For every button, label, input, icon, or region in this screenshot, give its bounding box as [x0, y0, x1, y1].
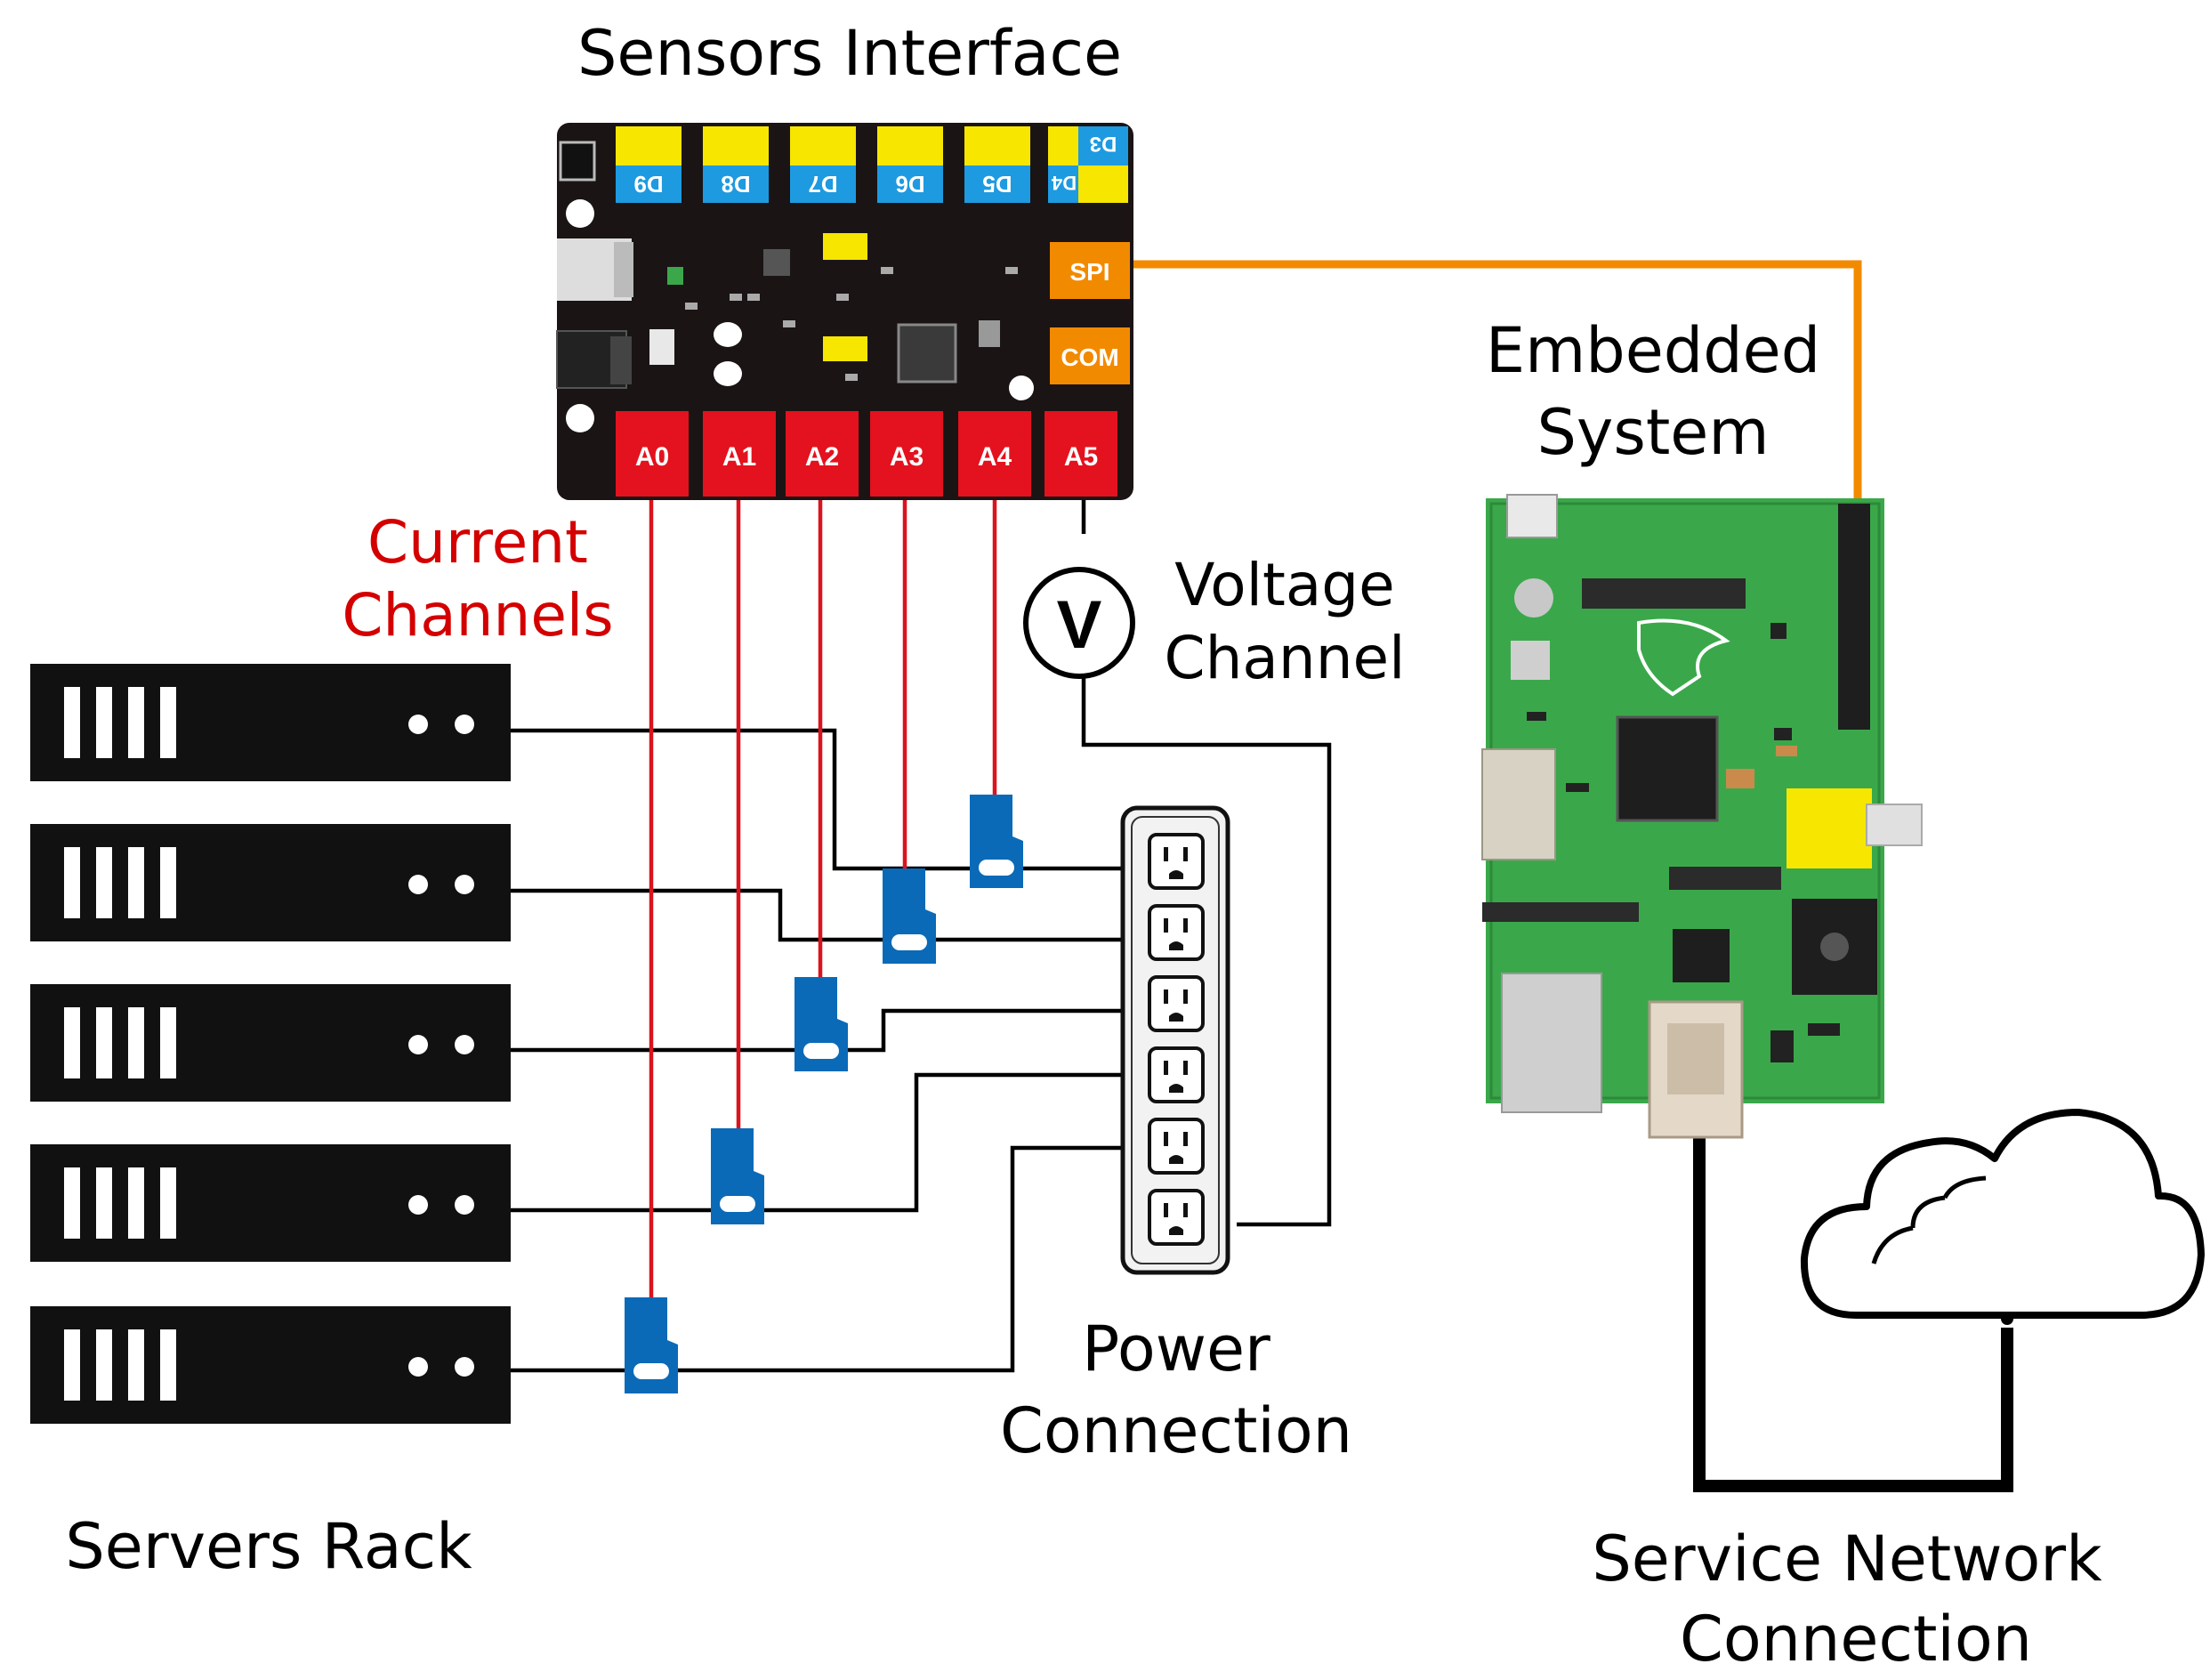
svg-text:D6: D6 — [895, 171, 924, 198]
server-icon — [30, 984, 511, 1102]
svg-text:A5: A5 — [1064, 442, 1098, 472]
current-clamp-icon — [794, 977, 848, 1071]
servers-rack-label: Servers Rack — [65, 1510, 472, 1583]
current-clamp-icon — [625, 1297, 678, 1393]
svg-text:A4: A4 — [978, 442, 1012, 472]
outlet-icon — [1148, 1118, 1205, 1175]
svg-text:D5: D5 — [982, 171, 1012, 198]
analog-pin-a3: A3 — [870, 411, 943, 497]
embedded-system-title-2: System — [1537, 396, 1769, 469]
current-clamp-icon — [711, 1128, 764, 1224]
power-connection-label-2: Connection — [1000, 1394, 1352, 1467]
spi-wire — [1128, 260, 1862, 507]
current-clamp-icon — [883, 868, 936, 964]
servers-rack — [30, 664, 511, 1424]
network-connection-label-1: Service Network — [1592, 1522, 2102, 1595]
svg-text:SPI: SPI — [1069, 258, 1109, 286]
power-connection-label-1: Power — [1082, 1312, 1270, 1385]
current-clamp-icon — [970, 795, 1023, 888]
sensors-interface-title: Sensors Interface — [577, 17, 1122, 90]
analog-pin-a0: A0 — [616, 411, 689, 497]
svg-text:D3: D3 — [1090, 132, 1117, 156]
svg-text:A0: A0 — [635, 442, 669, 472]
voltmeter-icon: V — [1023, 567, 1135, 679]
spi-port: SPI — [1050, 242, 1130, 299]
analog-pin-a2: A2 — [786, 411, 859, 497]
server-icon — [30, 1306, 511, 1424]
outlet-icon — [1148, 1189, 1205, 1246]
digital-pin-d4-d3: D3 D4 — [1048, 126, 1128, 203]
outlet-icon — [1148, 975, 1205, 1032]
svg-text:A2: A2 — [805, 442, 839, 472]
server-icon — [30, 1144, 511, 1262]
cloud-icon — [1800, 1109, 2205, 1325]
digital-pin-d8: D8 — [703, 126, 769, 203]
current-clamps — [625, 795, 1023, 1393]
sensor-board-icon: D9 D8 D7 D6 D5 D3 D4 SPI — [556, 123, 1133, 500]
analog-pin-a1: A1 — [703, 411, 776, 497]
svg-text:D7: D7 — [808, 171, 837, 198]
analog-pin-a5: A5 — [1045, 411, 1117, 497]
outlet-icon — [1148, 833, 1205, 890]
svg-text:D4: D4 — [1051, 172, 1077, 194]
embedded-system-title-1: Embedded — [1486, 314, 1820, 387]
com-port: COM — [1050, 327, 1130, 384]
svg-text:D8: D8 — [721, 171, 750, 198]
outlet-icon — [1148, 904, 1205, 961]
outlets — [1148, 833, 1205, 1246]
server-icon — [30, 664, 511, 781]
raspberry-pi-icon — [1481, 494, 1923, 1139]
svg-text:A3: A3 — [890, 442, 924, 472]
current-channels-label-2: Channels — [342, 581, 613, 650]
svg-text:D9: D9 — [633, 171, 663, 198]
outlet-icon — [1148, 1046, 1205, 1103]
digital-pin-d9: D9 — [616, 126, 682, 203]
voltage-channel-label-2: Channel — [1165, 624, 1406, 692]
network-wire — [1693, 1137, 2013, 1492]
voltage-channel-label-1: Voltage — [1174, 551, 1395, 619]
svg-text:V: V — [1057, 587, 1102, 663]
network-connection-label-2: Connection — [1680, 1603, 2032, 1676]
current-channels-label-1: Current — [367, 508, 588, 577]
digital-pin-d6: D6 — [877, 126, 943, 203]
server-icon — [30, 824, 511, 941]
current-wires — [649, 495, 997, 1308]
svg-text:A1: A1 — [722, 442, 756, 472]
digital-pin-d7: D7 — [790, 126, 856, 203]
digital-pin-d5: D5 — [964, 126, 1030, 203]
svg-text:COM: COM — [1061, 343, 1118, 371]
analog-pin-a4: A4 — [958, 411, 1031, 497]
